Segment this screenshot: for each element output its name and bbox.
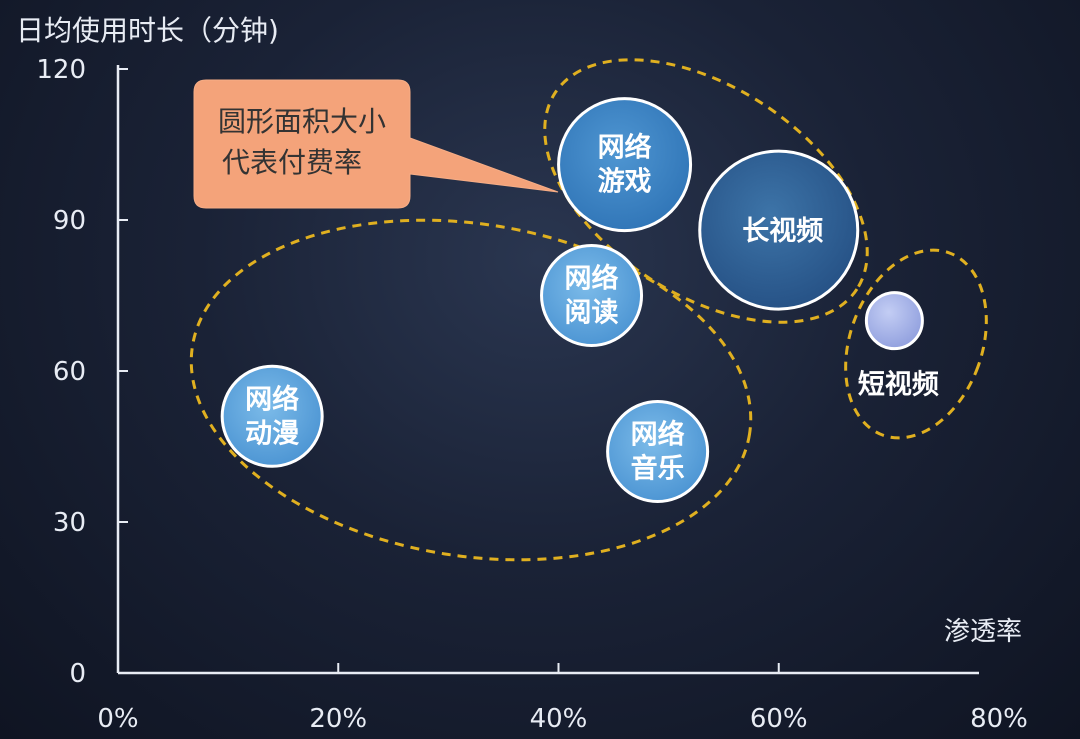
y-axis-label: 日均使用时长（分钟) (16, 14, 279, 47)
y-tick-label: 90 (53, 206, 86, 236)
bubble-label: 阅读 (565, 298, 619, 329)
bubble-label: 游戏 (598, 167, 652, 198)
x-tick-label: 20% (309, 704, 367, 734)
bubble-circle (540, 244, 644, 347)
callout-shape (193, 79, 559, 209)
y-tick-label: 120 (36, 55, 86, 85)
group-ellipse-low (189, 218, 753, 562)
bubble-label: 音乐 (631, 453, 685, 485)
bubble-circle (557, 97, 693, 233)
bubble-5: 短视频 (858, 291, 939, 401)
x-tick-label: 0% (97, 704, 138, 734)
bubble-label: 动漫 (245, 418, 299, 449)
bubble-label: 网络 (565, 263, 619, 295)
bubble-circle (698, 149, 860, 311)
x-tick-label: 60% (750, 704, 808, 734)
bubble-label: 长视频 (742, 216, 823, 247)
y-tick-label: 30 (53, 508, 86, 538)
bubble-label: 网络 (631, 419, 685, 451)
bubble-label: 网络 (245, 383, 299, 415)
bubble-circle (220, 364, 324, 468)
group-ellipses (189, 58, 988, 562)
bubble-label: 短视频 (858, 370, 939, 401)
group-ellipse-short-video (844, 248, 988, 440)
annotation-callout: 圆形面积大小 代表付费率 (193, 79, 559, 209)
y-tick-label: 60 (53, 357, 86, 387)
bubble-circle (864, 291, 924, 351)
bubble-label: 网络 (598, 132, 652, 164)
callout-line-1: 圆形面积大小 (218, 105, 386, 138)
y-tick-label: 0 (69, 659, 86, 689)
bubble-4: 长视频 (698, 149, 860, 311)
x-axis-label: 渗透率 (944, 617, 1022, 647)
x-tick-label: 80% (970, 704, 1028, 734)
axes: 0 30 60 90 120 0% 20% 40% 60% 80% (36, 55, 1028, 734)
callout-line-2: 代表付费率 (222, 146, 362, 179)
bubble-circle (606, 400, 710, 504)
x-tick-label: 40% (530, 704, 588, 734)
group-ellipse-high (543, 58, 869, 324)
